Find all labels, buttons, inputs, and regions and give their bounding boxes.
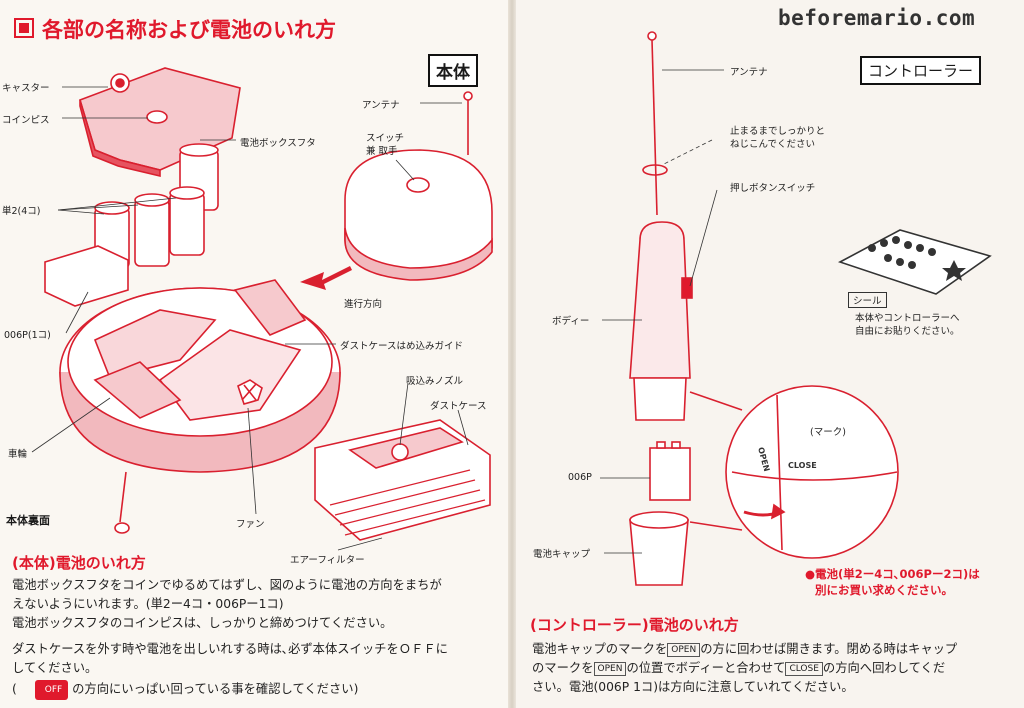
battery-group: [94, 143, 219, 269]
main-instruction-line-4: ダストケースを外す時や電池を出しいれする時は､必ず本体スイッチをＯＦＦに: [12, 642, 448, 656]
controller-label-body: ボディー: [552, 316, 590, 327]
controller-antenna-line: [651, 39, 658, 216]
battery-006p-shape: [44, 245, 129, 307]
off-direction-icon: OFF: [34, 680, 69, 700]
wheel-left: [93, 361, 182, 419]
wheel-right: [233, 279, 307, 336]
open-key-1: OPEN: [667, 643, 701, 657]
controller-label-push-switch: 押しボタンスイッチ: [730, 183, 816, 194]
open-key-2: OPEN: [593, 662, 627, 676]
controller-label-screw-1: 止まるまでしっかりと: [730, 126, 826, 137]
coin-screw-icon: [146, 110, 168, 124]
controller-label-006p: 006P: [568, 472, 592, 483]
label-direction: 進行方向: [344, 299, 383, 310]
sticker-sheet: [837, 229, 992, 295]
right-page: [512, 0, 1024, 708]
sticker-label: シール: [848, 292, 887, 308]
page-gutter: [508, 0, 516, 708]
controller-body-shape: [629, 221, 691, 379]
label-dust-guide: ダストケースはめ込みガイド: [340, 341, 464, 352]
controller-instruction-line-3: さい。電池(006P 1コ)は方向に注意していれてください。: [532, 680, 854, 694]
main-battery-heading: (本体)電池のいれ方: [12, 554, 146, 572]
label-fan: ファン: [236, 519, 265, 530]
main-instruction-line-5: してください。: [12, 661, 98, 675]
label-underside: 本体裏面: [6, 514, 50, 527]
sticker-note-2: 自由にお貼りください。: [855, 326, 960, 337]
battery-purchase-note-2: 別にお買い求めください。: [815, 583, 953, 597]
main-unit-box-label: 本体: [428, 54, 478, 87]
square-bullet-icon: [14, 18, 34, 38]
label-caster: キャスター: [2, 83, 50, 94]
label-air-filter: エアーフィルター: [290, 555, 365, 566]
c-l2-b: の位置でボディーと合わせて: [626, 661, 786, 675]
main-instruction-line-1: 電池ボックスフタをコインでゆるめてはずし、図のように電池の方向をまちが: [12, 578, 442, 592]
nozzle-icon: [391, 443, 409, 461]
controller-diagram: OPEN CLOSE: [600, 31, 992, 586]
controller-box-label: コントローラー: [860, 56, 982, 85]
controller-label-battery-cap: 電池キャップ: [533, 549, 591, 560]
controller-label-screw-2: ねじこんでください: [730, 139, 816, 150]
close-mark-text: CLOSE: [788, 461, 817, 470]
magnified-detail-circle: [725, 385, 899, 559]
label-switch-1: スイッチ: [366, 133, 405, 144]
section-title: 各部の名称および電池のいれ方: [14, 14, 336, 44]
sticker-note-1: 本体やコントローラーへ: [855, 313, 960, 324]
main-instruction-line-2: えないようにいれます。(単2ー4コ・006Pー1コ): [12, 597, 284, 611]
off-button-label: OFF: [44, 685, 63, 695]
note-rest: の方向にいっぱい回っている事を確認してください): [72, 682, 359, 696]
label-switch-2: 兼 取手: [366, 146, 398, 157]
controller-battery-heading: (コントローラー)電池のいれ方: [530, 616, 739, 634]
label-battery-cover: 電池ボックスフタ: [240, 138, 316, 149]
watermark: beforemario.com: [778, 6, 976, 30]
note-open-paren: (: [12, 682, 17, 696]
c-l1-a: 電池キャップのマークを: [532, 642, 668, 656]
controller-label-mark: (マーク): [810, 427, 846, 438]
battery-purchase-note-1: ●電池(単2ー4コ､006Pー2コ)は: [805, 567, 980, 581]
label-battery-006p: 006P(1コ): [4, 330, 51, 341]
label-coin-piece: コインピス: [2, 115, 50, 126]
controller-label-antenna: アンテナ: [730, 67, 768, 78]
c-l2-c: の方向へ回わしてくだ: [822, 661, 946, 675]
push-switch-icon: [681, 277, 693, 299]
direction-arrow-icon: [300, 266, 352, 290]
controller-battery-shape: [649, 447, 691, 501]
c-l1-b: の方に回わせば開きます。閉める時はキャップ: [700, 642, 958, 656]
label-dust-case: ダストケース: [430, 401, 487, 412]
label-nozzle: 吸込みノズル: [406, 376, 464, 387]
label-wheel: 車輪: [8, 449, 28, 460]
label-battery-aa: 単2(4コ): [2, 206, 41, 217]
close-key: CLOSE: [785, 662, 823, 676]
main-instruction-line-3: 電池ボックスフタのコインピスは、しっかりと締めつけてください。: [12, 616, 393, 630]
main-instruction-note: ( OFF の方向にいっぱい回っている事を確認してください): [12, 680, 358, 700]
c-l2-a: のマークを: [532, 661, 594, 675]
fan-icon: [237, 379, 263, 405]
main-unit-diagram: [31, 67, 493, 551]
battery-cap-shape: [629, 519, 689, 586]
switch-knob-icon: [406, 177, 430, 193]
label-antenna: アンテナ: [362, 100, 400, 111]
